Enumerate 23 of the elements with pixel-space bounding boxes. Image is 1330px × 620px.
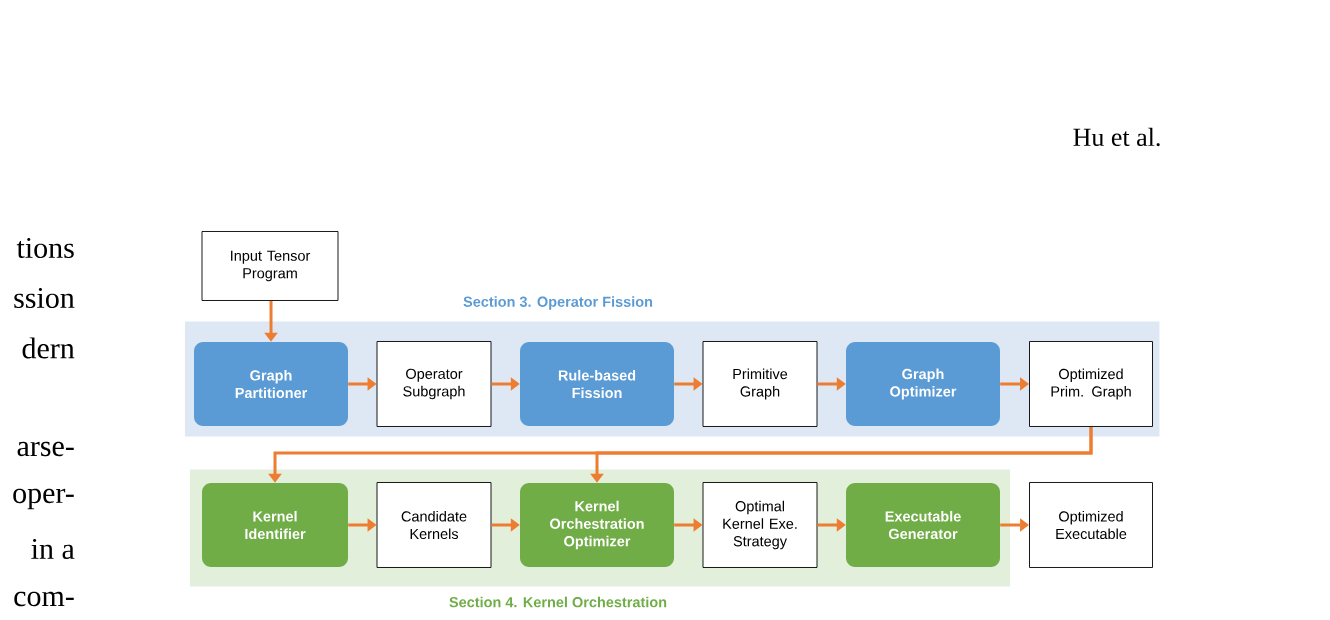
section-heading: Section 3. Operator Fission: [463, 296, 653, 310]
process-box: Graph Optimizer: [846, 342, 1000, 426]
body-text: dern: [22, 337, 75, 359]
process-box: Kernel Orchestration Optimizer: [520, 483, 674, 567]
body-text: in a: [31, 538, 75, 560]
data-box: Optimized Executable: [1029, 482, 1153, 568]
data-box: Operator Subgraph: [376, 341, 492, 427]
body-text: tions: [16, 237, 74, 259]
data-box: Input Tensor Program: [201, 231, 339, 301]
body-text: oper-: [13, 488, 74, 510]
body-text: ssion: [14, 287, 75, 309]
data-box: Optimized Prim. Graph: [1029, 341, 1153, 427]
body-text: com-: [14, 591, 74, 607]
page-header: Hu et al.: [1073, 127, 1160, 147]
process-box: Graph Partitioner: [194, 342, 348, 426]
section-heading: Section 4. Kernel Orchestration: [449, 596, 667, 608]
process-box: Kernel Identifier: [202, 483, 348, 567]
data-box: Candidate Kernels: [376, 482, 492, 568]
data-box: Optimal Kernel Exe. Strategy: [702, 482, 818, 568]
process-box: Executable Generator: [846, 483, 1000, 567]
body-text: arse-: [17, 441, 74, 457]
data-box: Primitive Graph: [702, 341, 818, 427]
process-box: Rule-based Fission: [520, 342, 674, 426]
